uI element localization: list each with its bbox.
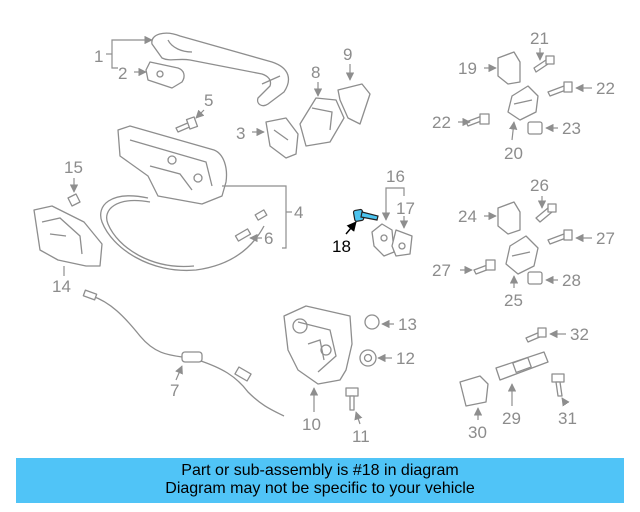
bolt-26-part (535, 203, 557, 223)
callout-25: 25 (504, 291, 523, 310)
callout-22-lower: 22 (432, 113, 451, 132)
bolt-22-lower-part (465, 113, 490, 127)
callout-17: 17 (396, 199, 415, 218)
banner-line-part-number: Part or sub-assembly is #18 in diagram (181, 462, 459, 479)
callout-10: 10 (302, 415, 321, 434)
check-strap-29-part (495, 351, 549, 381)
escutcheon-part (265, 117, 299, 159)
door-latch-part (283, 305, 353, 385)
inside-handle-part (33, 205, 103, 267)
callout-3: 3 (236, 124, 245, 143)
grommet-12-part (359, 349, 377, 367)
callout-29: 29 (502, 409, 521, 428)
banner-line-disclaimer: Diagram may not be specific to your vehi… (165, 480, 475, 497)
bolt-21-part (533, 55, 555, 73)
bushing-28-part (527, 271, 543, 285)
callout-6: 6 (264, 229, 273, 248)
lock-cable-part (82, 289, 285, 417)
mount-30-part (459, 375, 489, 407)
callout-5: 5 (204, 91, 213, 110)
release-cable-part (100, 195, 268, 272)
callout-20: 20 (504, 144, 523, 163)
callout-22-upper: 22 (596, 79, 615, 98)
callout-24: 24 (458, 207, 477, 226)
bolt-22-upper-part (547, 81, 573, 97)
callout-30: 30 (468, 423, 487, 442)
plate-17-part (391, 229, 413, 257)
exploded-parts-diagram: 1 2 3 4 5 6 7 8 9 10 11 12 13 14 15 16 1… (33, 29, 615, 446)
callout-14: 14 (52, 277, 71, 296)
callout-21: 21 (530, 29, 549, 48)
hinge-bracket-19-part (497, 51, 521, 85)
hinge-bracket-24-part (497, 201, 521, 235)
callout-16: 16 (386, 167, 405, 186)
handle-carrier-part (117, 125, 228, 205)
hinge-20-part (507, 85, 539, 121)
callout-8: 8 (311, 63, 320, 82)
bolt-18-part (352, 208, 379, 222)
callout-13: 13 (398, 315, 417, 334)
callout-31: 31 (558, 409, 577, 428)
bolt-27-lower-part (473, 259, 496, 275)
outside-handle-part (151, 32, 290, 107)
cover-9-part (337, 83, 371, 125)
callout-9: 9 (343, 45, 352, 64)
bolt-27-upper-part (547, 229, 573, 245)
callout-11: 11 (352, 427, 370, 446)
screw-5-part (175, 116, 199, 133)
handle-gasket-part (145, 61, 185, 89)
callout-7: 7 (170, 381, 179, 400)
grommet-13-part (364, 314, 380, 330)
callout-4: 4 (294, 203, 303, 222)
bracket-8-part (299, 97, 345, 147)
callout-27-lower: 27 (432, 261, 451, 280)
bolt-32-part (525, 327, 547, 343)
callout-23: 23 (562, 119, 581, 138)
hinge-25-part (505, 235, 539, 275)
callout-15: 15 (64, 158, 83, 177)
callout-18: 18 (332, 237, 351, 256)
bushing-23-part (527, 121, 543, 135)
bolt-31-part (551, 373, 565, 397)
bracket-16-part (371, 223, 395, 257)
callout-27-upper: 27 (596, 229, 615, 248)
callout-19: 19 (458, 59, 477, 78)
callout-26: 26 (530, 176, 549, 195)
callout-12: 12 (396, 349, 415, 368)
callout-28: 28 (562, 271, 581, 290)
screw-11-part (345, 387, 359, 411)
info-banner: Part or sub-assembly is #18 in diagram D… (16, 458, 624, 503)
callout-32: 32 (570, 325, 589, 344)
callout-2: 2 (118, 64, 127, 83)
clip-15-part (67, 193, 81, 207)
callout-1: 1 (94, 47, 103, 66)
